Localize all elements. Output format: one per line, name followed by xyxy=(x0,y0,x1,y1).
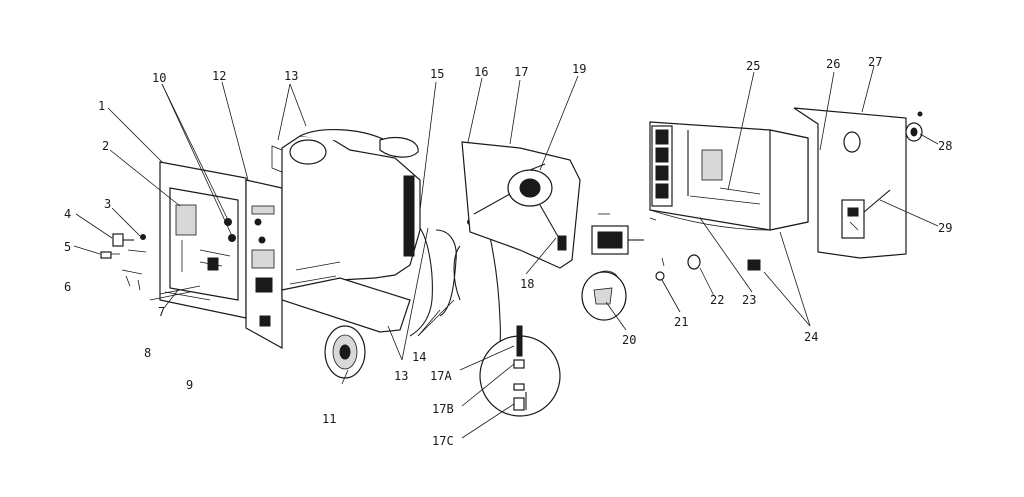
label-21: 21 xyxy=(674,315,688,329)
picture-tube xyxy=(271,129,421,333)
label-6: 6 xyxy=(64,280,71,294)
label-2: 2 xyxy=(102,139,109,153)
leader-lines xyxy=(73,65,939,439)
label-26: 26 xyxy=(826,57,840,71)
label-28: 28 xyxy=(938,139,952,153)
label-17a: 17A xyxy=(430,369,452,383)
cabinet xyxy=(649,121,809,231)
label-12: 12 xyxy=(212,69,226,83)
label-11: 11 xyxy=(322,412,336,426)
detail-inset xyxy=(479,325,561,417)
label-24: 24 xyxy=(804,330,818,344)
label-19: 19 xyxy=(572,62,586,76)
label-13-top: 13 xyxy=(284,69,298,83)
label-20: 20 xyxy=(622,333,636,347)
control-panel xyxy=(245,179,283,350)
label-18: 18 xyxy=(520,277,534,291)
knob-28 xyxy=(905,122,923,142)
label-4: 4 xyxy=(64,207,71,221)
label-13-bottom: 13 xyxy=(394,369,408,383)
front-bezel xyxy=(159,161,247,319)
label-15: 15 xyxy=(430,67,444,81)
label-14: 14 xyxy=(412,350,426,364)
label-27: 27 xyxy=(868,55,882,69)
label-17c: 17C xyxy=(432,434,454,448)
speaker xyxy=(324,325,366,379)
label-10: 10 xyxy=(152,71,166,85)
chassis-board xyxy=(461,141,581,269)
label-17: 17 xyxy=(514,65,528,79)
deflection-yoke xyxy=(581,270,627,321)
label-3: 3 xyxy=(104,197,111,211)
label-7: 7 xyxy=(158,305,165,319)
label-1: 1 xyxy=(98,99,105,113)
label-5: 5 xyxy=(64,240,71,254)
back-cover xyxy=(793,107,923,259)
label-16: 16 xyxy=(474,65,488,79)
part-labels: 1 2 3 4 5 6 7 8 9 10 11 12 13 13 14 15 1… xyxy=(64,55,952,448)
label-8: 8 xyxy=(144,346,151,360)
label-23: 23 xyxy=(742,293,756,307)
label-22: 22 xyxy=(710,293,724,307)
label-17b: 17B xyxy=(432,402,454,416)
label-29: 29 xyxy=(938,221,952,235)
label-25: 25 xyxy=(746,59,760,73)
small-hardware xyxy=(649,217,761,281)
label-9: 9 xyxy=(186,378,193,392)
flyback-transformer xyxy=(591,213,644,255)
